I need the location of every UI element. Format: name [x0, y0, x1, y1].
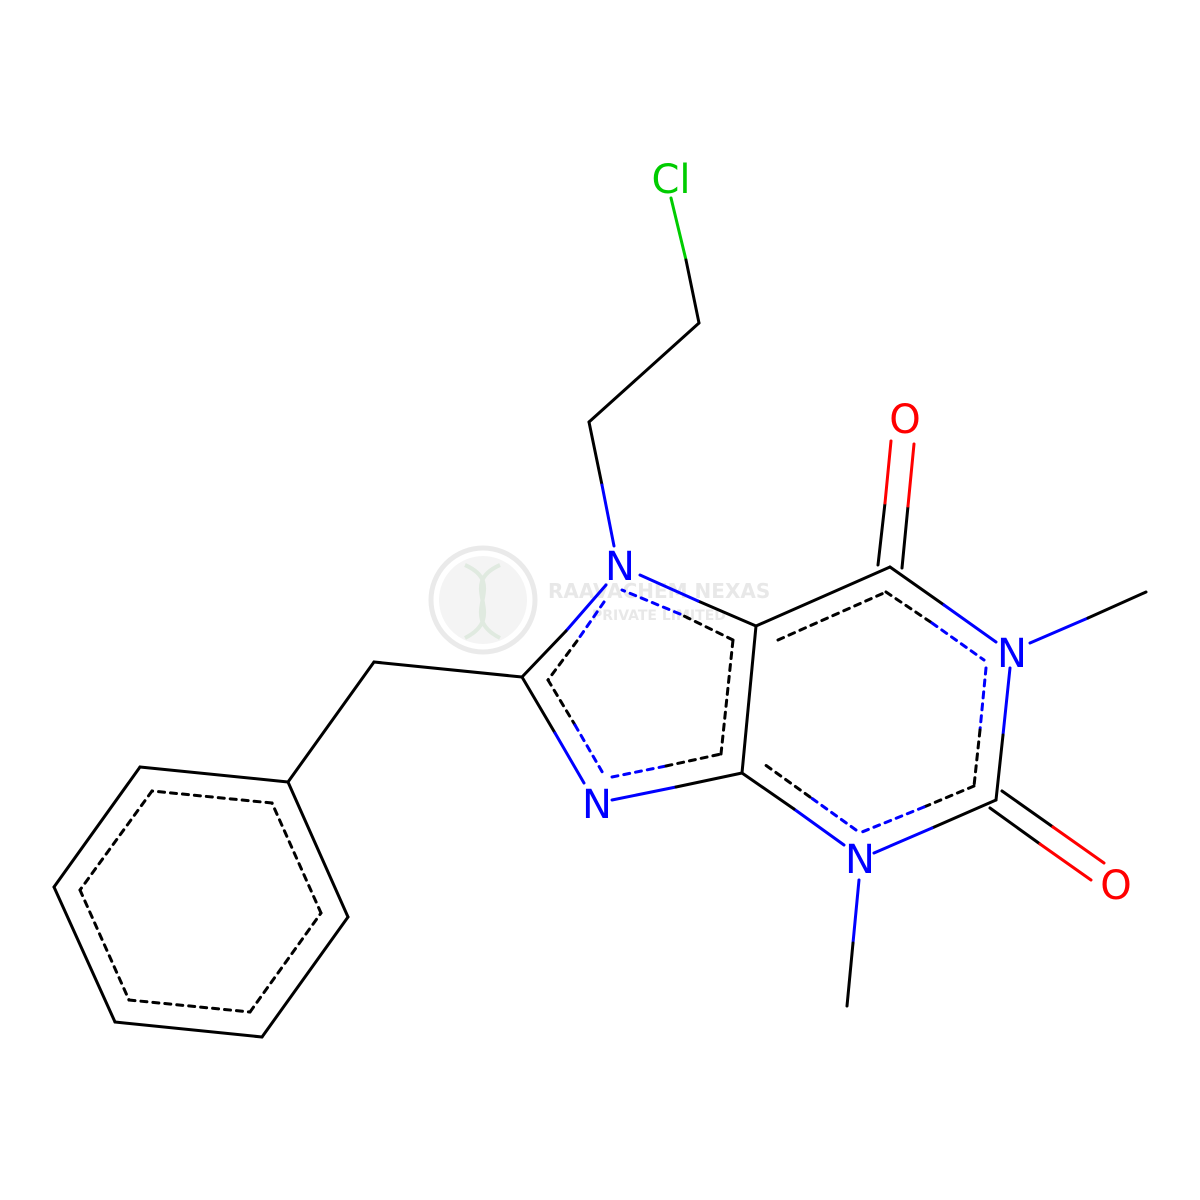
bond-c-n7 [587, 420, 604, 487]
bond-c2-o2 [988, 806, 1042, 846]
bond-c8-ch2 [372, 660, 524, 679]
bond-c5-c6 [754, 565, 892, 628]
bond-phenyl [52, 885, 117, 1024]
bond-c2-o2 [1038, 842, 1093, 882]
bond-c6-o6 [900, 504, 910, 570]
aromatic-bond-n1-c2 [972, 728, 982, 788]
aromatic-bond-c6-n1 [930, 621, 986, 662]
atom-oxygen-6: O [889, 397, 920, 443]
bond-c8-n9 [553, 731, 586, 785]
aromatic-bond-phenyl [248, 911, 323, 1014]
aromatic-bond-n7-c8 [546, 639, 579, 682]
bond-n1-methyl [1086, 590, 1148, 620]
bond-c6-o6 [883, 439, 893, 505]
bond-c5-n7 [638, 573, 700, 603]
aromatic-bond-c2-n3 [922, 784, 976, 809]
bond-n9-c4 [674, 771, 744, 789]
bond-n7-c8 [520, 629, 568, 679]
bond-phenyl [260, 915, 350, 1039]
bond-n1-methyl [1028, 616, 1090, 645]
bond-phenyl [113, 1020, 264, 1039]
bond-cl-c [684, 258, 701, 325]
dna-helix-logo-icon [464, 563, 501, 640]
bond-phenyl [52, 765, 142, 889]
aromatic-bond-phenyl [270, 801, 323, 915]
aromatic-bond-phenyl [78, 888, 131, 1002]
aromatic-bond-c2-n3 [860, 805, 926, 834]
bond-c6-o6 [876, 501, 887, 567]
watermark: RAAVACHEM NEXAS PRIVATE LIMITED [428, 545, 770, 655]
atom-nitrogen-3: N [845, 837, 875, 883]
aromatic-bond-c8-n9 [573, 723, 606, 777]
aromatic-bond-n9-c4 [610, 764, 668, 779]
bond-c2-o2 [1000, 789, 1055, 829]
bond-c6-o6 [906, 442, 916, 508]
atom-nitrogen-7: N [605, 544, 635, 590]
watermark-ring [428, 545, 538, 655]
aromatic-bond-phenyl [150, 789, 274, 805]
bond-phenyl [138, 765, 290, 784]
bond-n9-c4 [610, 785, 678, 802]
aromatic-bond-c8-n9 [546, 678, 577, 727]
atom-labels: Cl N N N N O O [582, 157, 1132, 909]
aromatic-bond-n3-c4 [762, 762, 812, 799]
bonds [52, 196, 1148, 1039]
bond-c6-n1 [942, 603, 998, 644]
atom-oxygen-2: O [1100, 863, 1131, 909]
bond-n3-methyl [851, 878, 861, 945]
bond-c8-n9 [520, 675, 557, 735]
bond-n1-c2 [1001, 666, 1012, 737]
bond-c2-n3 [930, 798, 998, 830]
bond-c2-n3 [872, 826, 934, 855]
aromatic-bond-phenyl [127, 998, 252, 1014]
bond-n3-c4 [740, 771, 796, 811]
bond-n3-methyl [845, 941, 855, 1008]
bond-phenyl [286, 780, 350, 919]
aromatic-bond-c5-c6 [776, 590, 888, 642]
aromatic-bond-c6-n1 [884, 590, 934, 625]
aromatic-bond-n7-c8 [575, 600, 606, 643]
bond-n7-c8 [564, 583, 608, 633]
aromatic-bond-phenyl [78, 789, 154, 892]
bond-cl-c [669, 196, 688, 262]
atom-nitrogen-9: N [582, 782, 612, 828]
aromatic-bond-c5-n7 [678, 612, 735, 642]
bond-c-c [587, 321, 701, 424]
watermark-subtitle: PRIVATE LIMITED [592, 608, 726, 624]
bond-c4-c5 [740, 624, 758, 775]
bond-n1-c2 [994, 733, 1005, 802]
bond-ch2-phenyl [286, 660, 376, 784]
aromatic-bond-n3-c4 [808, 795, 858, 832]
aromatic-bond-n1-c2 [978, 666, 988, 732]
bond-c6-n1 [888, 565, 946, 607]
bond-c2-o2 [1051, 825, 1106, 865]
aromatic-bond-c5-n7 [620, 588, 682, 616]
aromatic-bond-n9-c4 [664, 752, 723, 768]
bond-c5-n7 [696, 599, 758, 628]
atom-nitrogen-1: N [997, 631, 1027, 677]
bond-n3-c4 [792, 807, 846, 847]
atom-chlorine: Cl [651, 157, 690, 203]
bond-c-n7 [600, 483, 616, 548]
aromatic-bond-c4-c5 [719, 638, 735, 756]
